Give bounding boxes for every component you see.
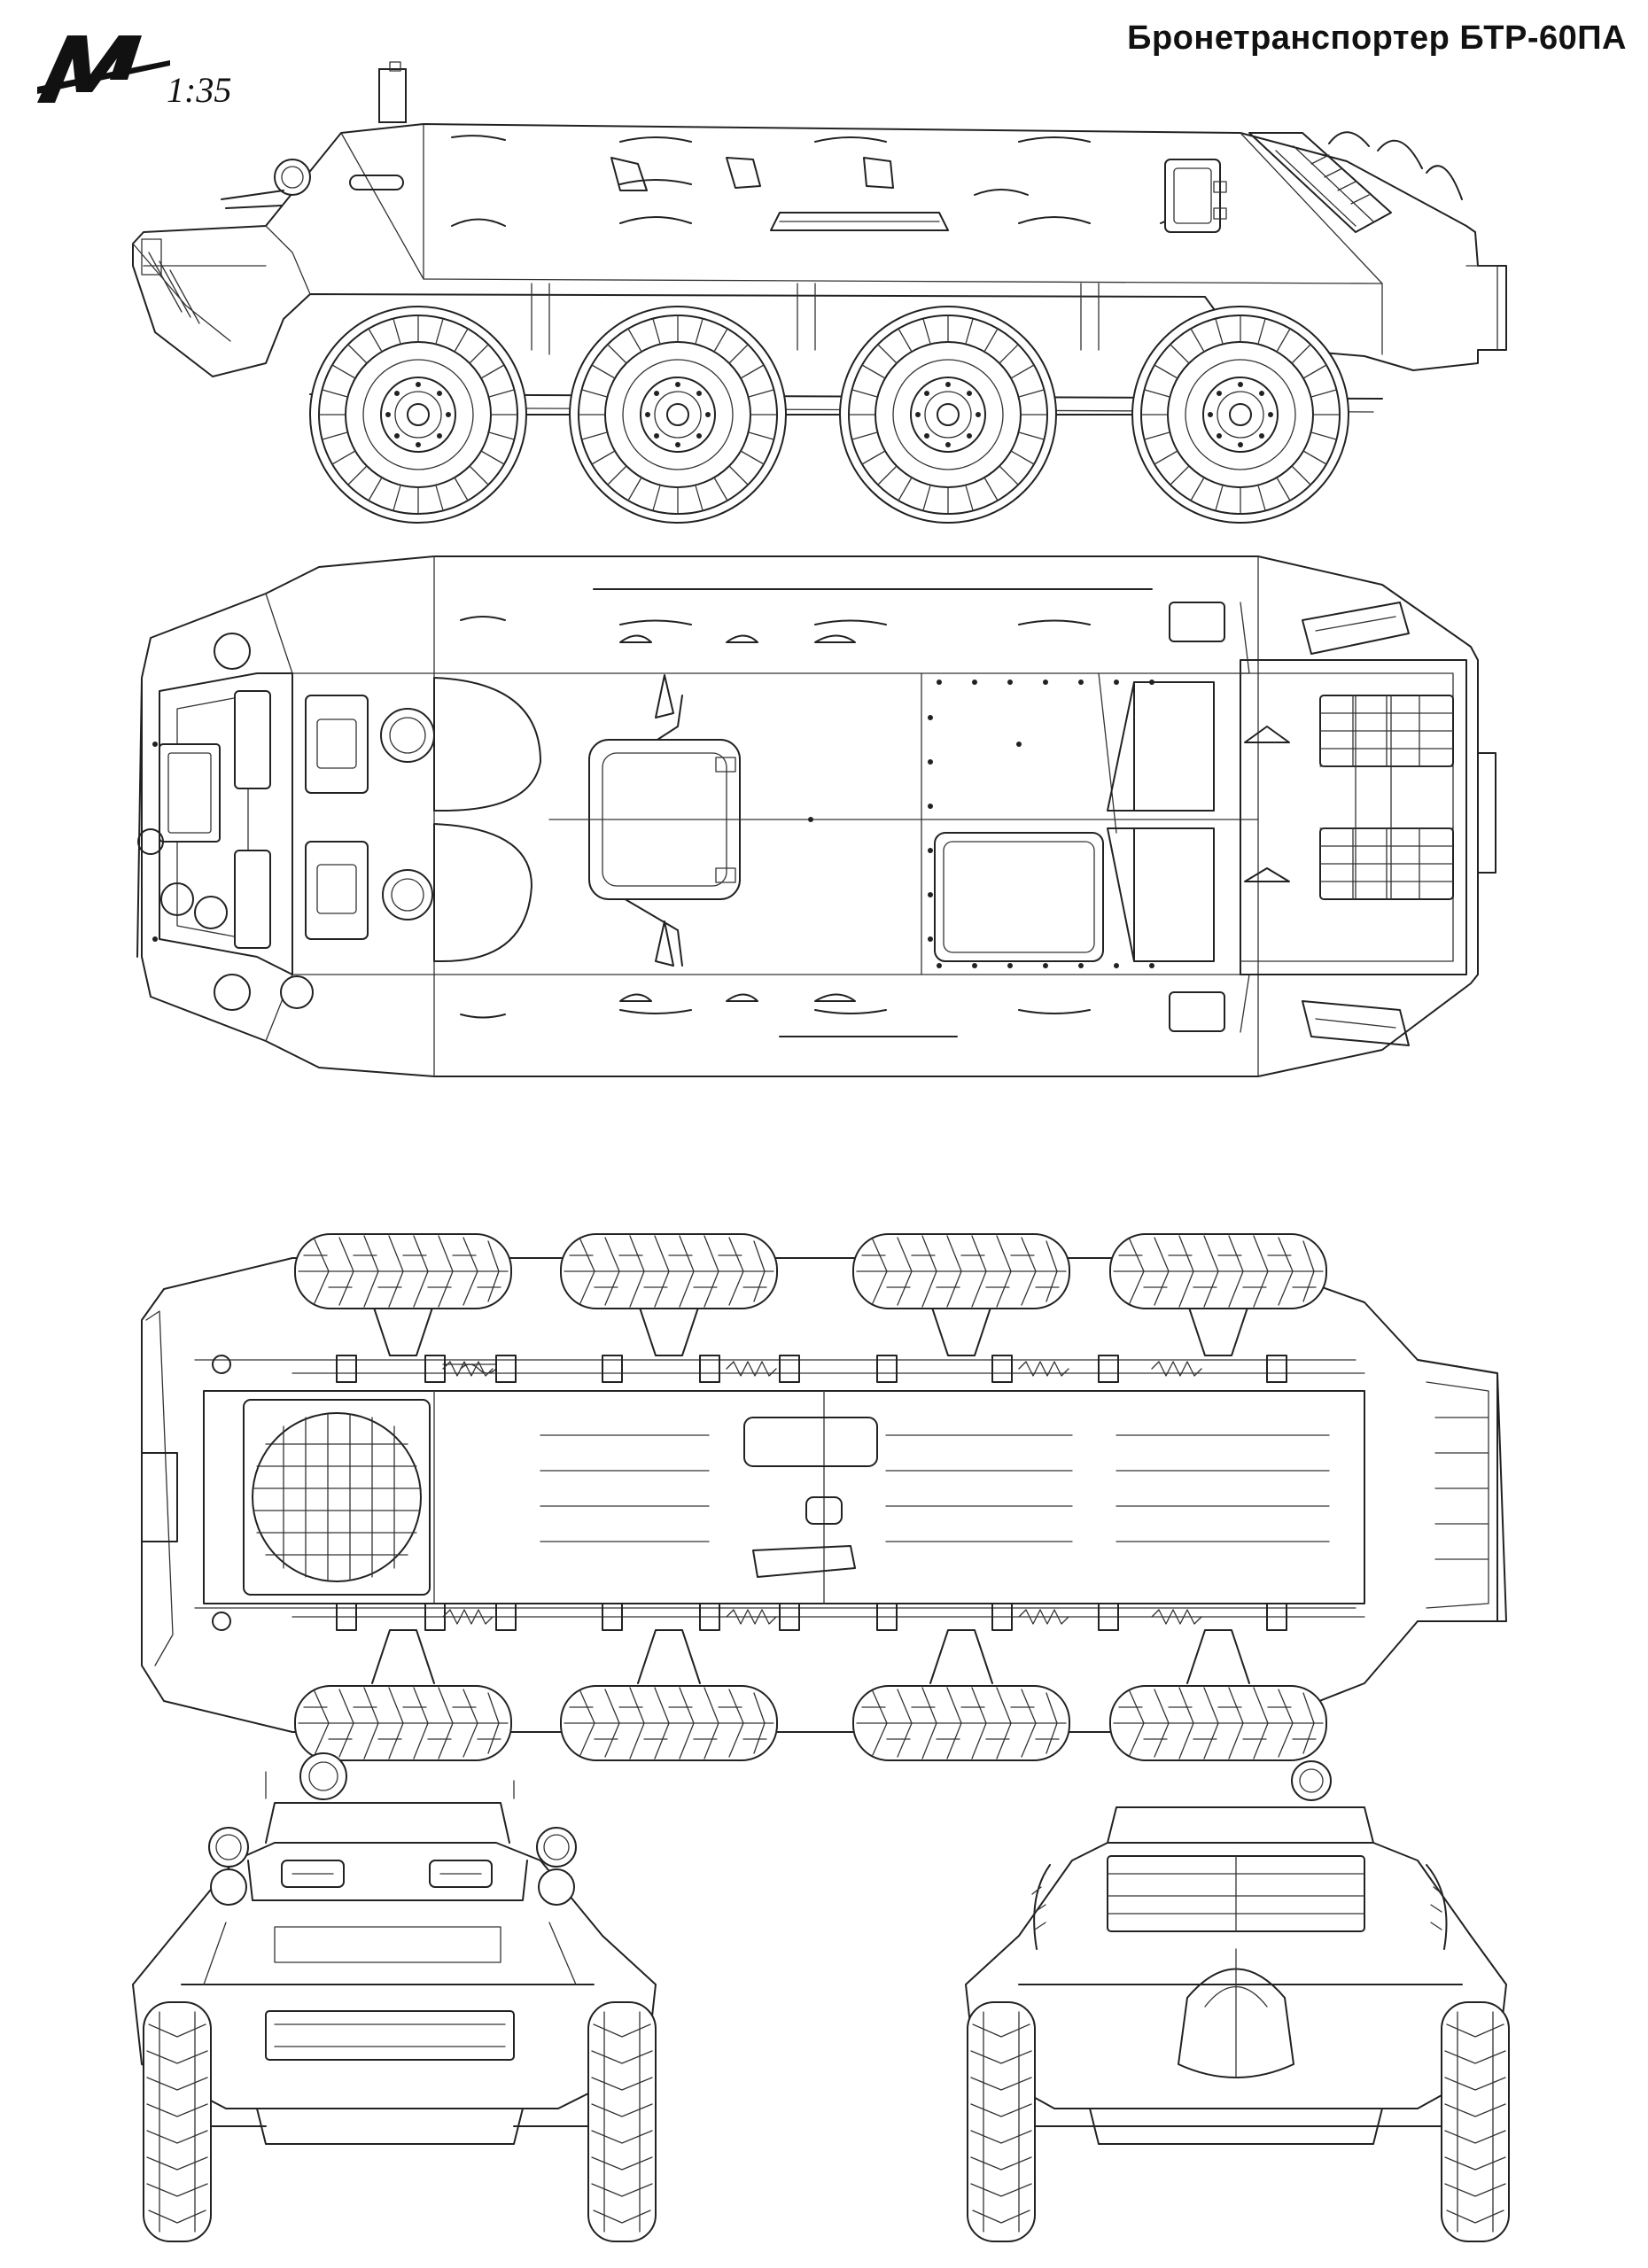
logo-m-mark: [37, 35, 170, 103]
publisher-logo: 1:35: [37, 25, 241, 113]
top-view: [136, 555, 1496, 1077]
page-title: Бронетранспортер БТР-60ПА: [1127, 19, 1627, 57]
side-view: [132, 61, 1507, 524]
front-view: [132, 1752, 657, 2242]
bottom-view: [141, 1233, 1507, 1761]
rear-view: [965, 1760, 1510, 2242]
scale-label: 1:35: [167, 70, 232, 110]
